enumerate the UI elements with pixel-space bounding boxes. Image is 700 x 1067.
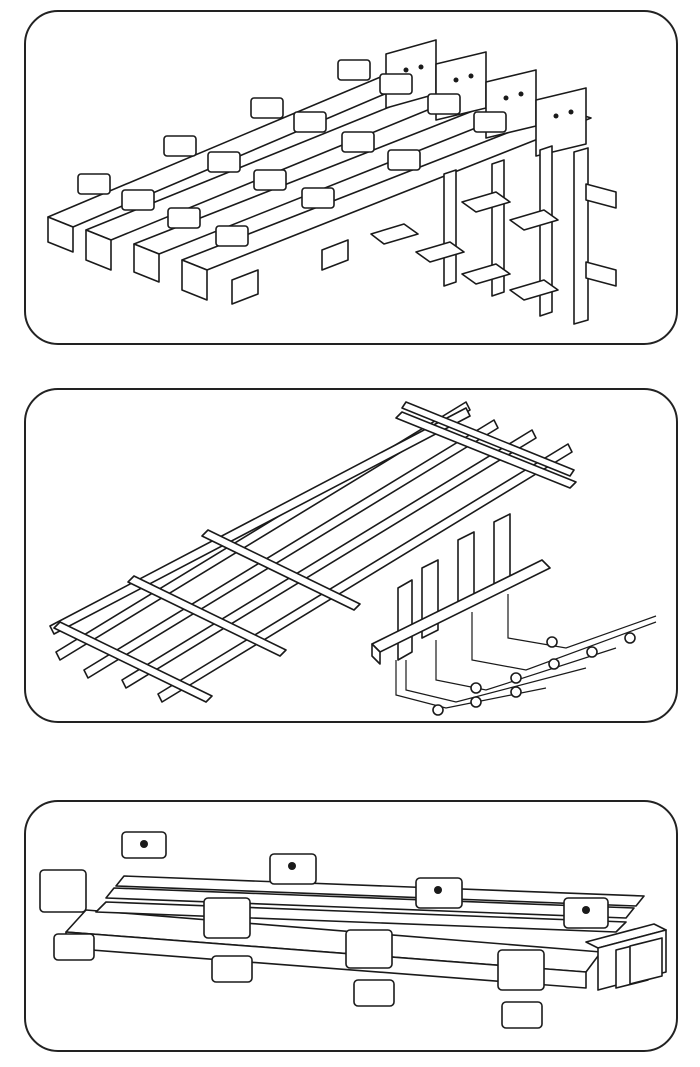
column-group [231,145,617,325]
beam-group [47,61,592,301]
rail-grid-illustration [49,401,657,716]
illustration-panel-2 [24,388,678,723]
crossbar-group [53,401,577,703]
block-group [39,831,609,1029]
illustration-panel-1 [24,10,678,345]
post-group [371,513,551,665]
illustration-panel-3 [24,800,678,1052]
end-plate-group [385,39,587,157]
beam-frame-illustration [47,39,617,325]
plank-end-group [585,923,667,991]
arm-group [395,594,657,716]
stacked-beam-illustration [39,831,667,1029]
bracket-group [77,59,507,247]
